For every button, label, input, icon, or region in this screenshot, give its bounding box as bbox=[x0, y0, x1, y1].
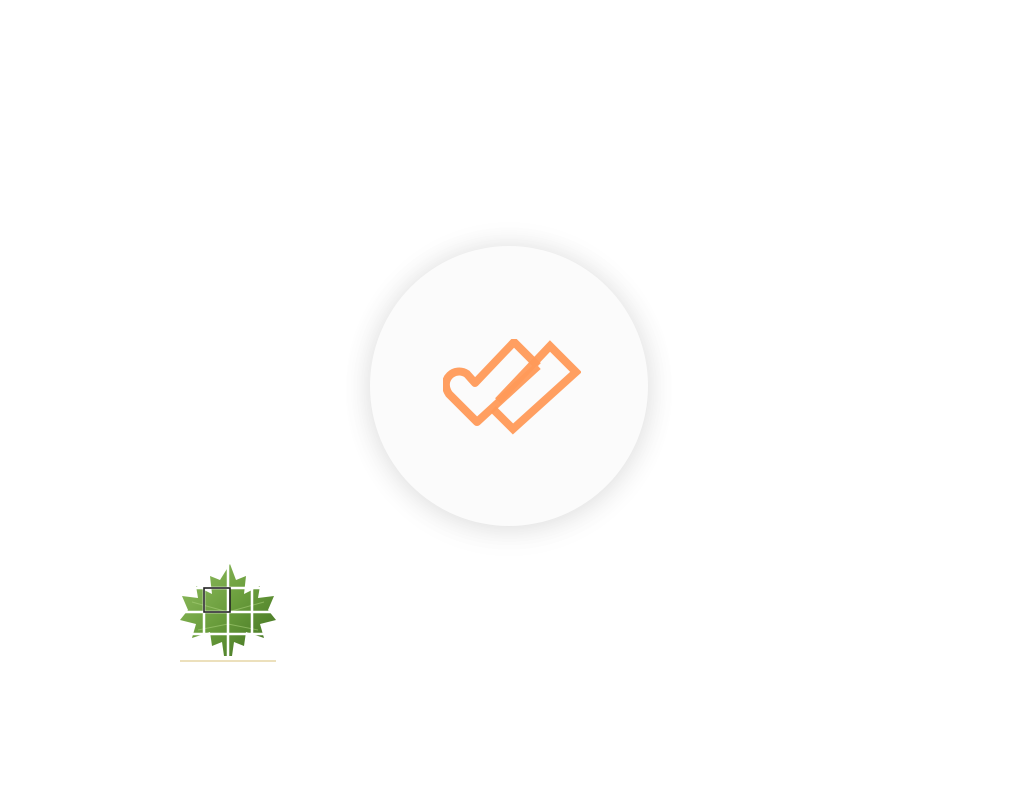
company-logo bbox=[180, 562, 276, 662]
double-check-icon bbox=[443, 339, 581, 435]
loading-spinner-circle bbox=[370, 246, 648, 526]
selected-cell bbox=[203, 587, 231, 613]
maple-leaf-grid-logo bbox=[180, 562, 276, 662]
check-stroke-front bbox=[443, 339, 541, 426]
